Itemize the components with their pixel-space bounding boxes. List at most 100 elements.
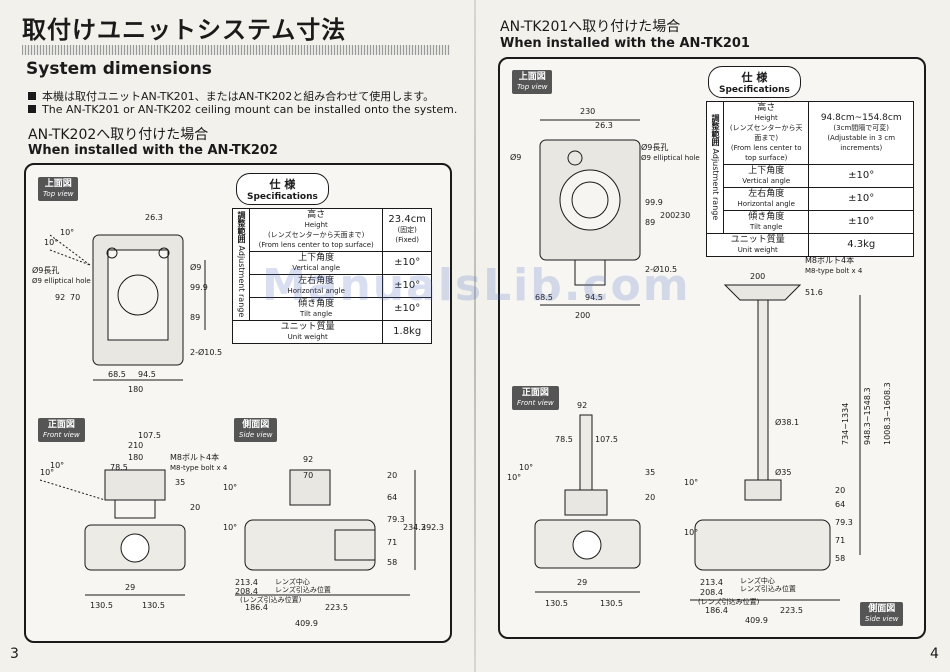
- dim-label: 223.5: [780, 606, 803, 615]
- dim-label: 26.3: [595, 121, 613, 130]
- bullet-jp: 本機は取付ユニットAN-TK201、またはAN-TK202と組み合わせて使用しま…: [28, 88, 434, 104]
- bolt-hole: [567, 150, 583, 166]
- dim-label: 71: [835, 536, 845, 545]
- dim-label: 210: [128, 441, 143, 450]
- spec-label-en: Height: [304, 221, 328, 229]
- dim-label: 29: [125, 583, 135, 592]
- dim-label: 186.4: [245, 603, 268, 612]
- spec-side-en: Adjustment range: [711, 148, 720, 221]
- section-heading-en-right: When installed with the AN-TK201: [500, 36, 750, 51]
- bolt-hole: [106, 247, 118, 259]
- bolt-note-en: M8-type bolt x 4: [805, 267, 863, 275]
- angle-line: [49, 249, 91, 266]
- dim-label: 130.5: [142, 601, 165, 610]
- spec-note-jp: (レンズセンターから天面まで): [729, 124, 803, 142]
- dim-label: 79.3: [387, 515, 405, 524]
- projector-lens: [572, 530, 602, 560]
- mount-inner-ring: [571, 181, 609, 219]
- dim-label: 1008.3~1608.3: [883, 382, 892, 445]
- lens-center-note: レンズ中心: [740, 576, 775, 585]
- watermark: ManualsLib.com: [262, 260, 691, 311]
- spec-label-en: Unit weight: [287, 333, 328, 341]
- side-view-label-en: Side view: [865, 615, 899, 623]
- bolt-hole: [158, 247, 170, 259]
- dim-label: 130.5: [545, 599, 568, 608]
- dim-label: 78.5: [110, 463, 128, 472]
- dim-label: 92: [55, 293, 65, 302]
- dim-label: 64: [387, 493, 397, 502]
- spec-side-cell: 調整範囲 Adjustment range: [232, 208, 250, 321]
- dim-label: 234.3: [403, 523, 426, 532]
- dim-label: 292.3: [421, 523, 444, 532]
- spec-title-en: Specifications: [719, 85, 790, 95]
- spec-side-cell: 調整範囲 Adjustment range: [706, 101, 724, 234]
- front-view-drawing-right: 92 78.5 107.5 35 29 130.5 130.5 10° 10° …: [507, 401, 655, 608]
- lens-shift-note-paren: (レンズ引込み位置): [240, 595, 302, 604]
- spec-side-jp: 調整範囲: [711, 114, 720, 147]
- dim-label: 94.5: [138, 370, 156, 379]
- dim-label: 70: [70, 293, 80, 302]
- dim-label: 230: [675, 211, 690, 220]
- projector-body: [244, 519, 376, 571]
- spec-label-en: Tilt angle: [750, 223, 783, 231]
- mount-inner: [107, 249, 169, 341]
- dim-label: 2-Ø10.5: [190, 347, 222, 357]
- hole-note-jp: Ø9長孔: [32, 265, 59, 275]
- side-view-label-en: Side view: [239, 431, 273, 439]
- angle-label: 10°: [50, 461, 64, 470]
- spec-note-en: (From lens center to top surface): [258, 241, 374, 249]
- dim-label: 89: [190, 313, 200, 322]
- dim-label: 35: [175, 478, 185, 487]
- section-heading-en: When installed with the AN-TK202: [28, 143, 278, 158]
- dim-label: 200: [575, 311, 590, 320]
- projector-vent: [334, 529, 376, 561]
- section-heading-jp: AN-TK202へ取り付けた場合: [28, 127, 209, 143]
- dim-label: 78.5: [555, 435, 573, 444]
- dim-label: 734~1334: [841, 403, 850, 445]
- spec-value: ±10°: [382, 251, 432, 275]
- dim-label: 20: [190, 503, 200, 512]
- spec-label-jp: 上下角度: [298, 253, 335, 263]
- mount-neck: [114, 499, 156, 519]
- angle-label: 10°: [519, 463, 533, 472]
- dim-label: 79.3: [835, 518, 853, 527]
- dim-label: 35: [645, 468, 655, 477]
- dim-label: 58: [387, 558, 397, 567]
- top-view-label-jp: 上面図: [44, 179, 72, 189]
- section-heading-jp-right: AN-TK201へ取り付けた場合: [500, 19, 681, 35]
- dim-label: 68.5: [108, 370, 126, 379]
- front-view-drawing-left: 107.5 210 180 78.5 35 29 130.5 130.5 10°…: [39, 431, 228, 610]
- page-spread-divider: [474, 0, 476, 672]
- angle-label: 10°: [684, 478, 698, 487]
- spec-label-en: Tilt angle: [300, 310, 333, 318]
- hole-note-en: Ø9 elliptical hole: [641, 154, 700, 162]
- spec-label-jp: ユニット質量: [730, 235, 785, 245]
- dim-label: 223.5: [325, 603, 348, 612]
- angle-label: 10°: [223, 483, 237, 492]
- bolt-note-en: M8-type bolt x 4: [170, 464, 228, 472]
- angle-label: 10°: [684, 528, 698, 537]
- dim-label: 68.5: [535, 293, 553, 302]
- extension-pole: [579, 414, 593, 491]
- spec-label-jp: 左右角度: [298, 276, 335, 286]
- spec-value-note-jp: (固定): [397, 226, 417, 234]
- dim-label: Ø38.1: [775, 417, 799, 427]
- spec-row-value: 23.4cm(固定)(Fixed): [382, 208, 432, 252]
- dim-label: 99.9: [645, 198, 663, 207]
- spec-value: ±10°: [808, 164, 914, 188]
- mount-hole: [559, 169, 621, 231]
- spec-value: ±10°: [808, 210, 914, 234]
- lens-center-note: レンズ中心: [275, 577, 310, 586]
- mount-hole: [117, 274, 159, 316]
- front-view-label-en: Front view: [517, 399, 554, 407]
- dim-label: 26.3: [145, 213, 163, 222]
